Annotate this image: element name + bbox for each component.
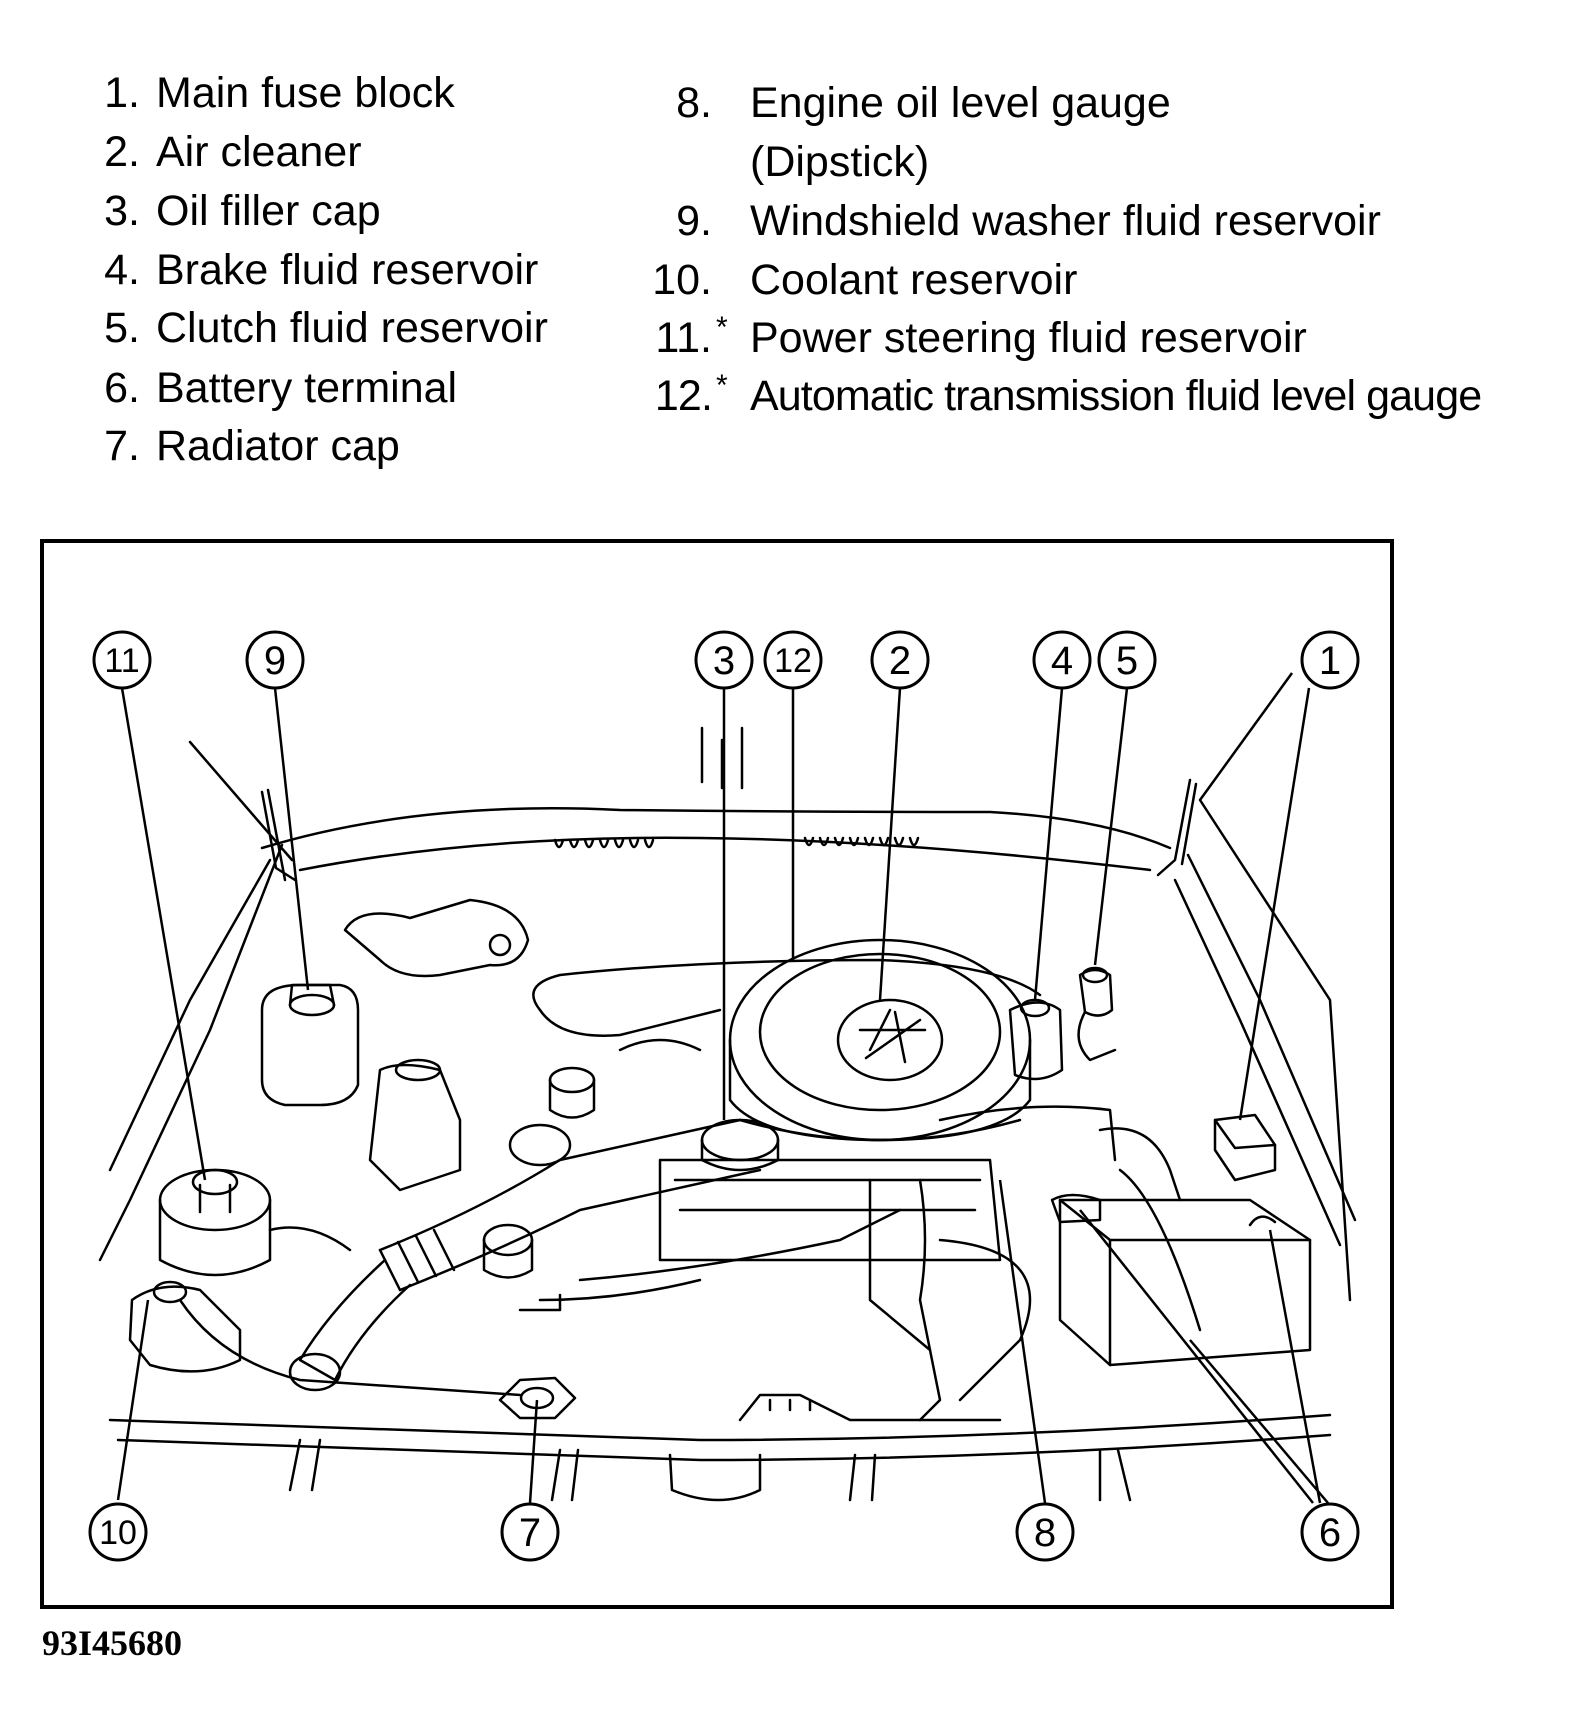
asterisk-marker: * <box>716 311 728 344</box>
diagram-frame <box>40 539 1394 1609</box>
wiper-motor <box>343 898 530 978</box>
air-cleaner <box>728 938 1032 1142</box>
legend-text: Power steering fluid reservoir <box>750 314 1307 362</box>
callout-circle-5 <box>1097 630 1157 690</box>
cowl-vents-left <box>553 838 655 849</box>
callout-circles <box>88 630 1360 1562</box>
legend-text: Clutch fluid reservoir <box>156 304 548 352</box>
callout-circle-9 <box>245 630 305 690</box>
callout-label-9: 9 <box>264 639 286 683</box>
legend-text: Oil filler cap <box>156 187 381 235</box>
washer-fluid-reservoir <box>260 983 360 1107</box>
engine-block <box>658 1158 1032 1422</box>
leader-lines <box>116 672 1329 1504</box>
power-steering-reservoir <box>158 1168 352 1277</box>
callout-circle-8 <box>1015 1502 1075 1562</box>
legend-number: 6. <box>104 364 140 412</box>
asterisk-marker: * <box>716 369 728 402</box>
legend-text: Main fuse block <box>156 69 455 117</box>
callout-label-6: 6 <box>1319 1511 1341 1555</box>
legend-text: Coolant reservoir <box>750 256 1078 304</box>
battery <box>1050 1127 1312 1367</box>
clutch-fluid-reservoir <box>1077 966 1117 1062</box>
callout-circle-7 <box>500 1502 560 1562</box>
radiator-support <box>108 1393 1332 1502</box>
distributor-assembly <box>368 1058 596 1279</box>
callout-circle-4 <box>1032 630 1092 690</box>
legend-number: 2. <box>104 128 140 176</box>
hoses <box>518 958 1117 1312</box>
legend-number: 8. <box>676 79 712 127</box>
legend-number: 12. <box>654 372 713 420</box>
main-fuse-block <box>1213 1113 1277 1182</box>
callout-circle-1 <box>1300 630 1360 690</box>
callout-label-4: 4 <box>1051 639 1073 683</box>
legend-text: Battery terminal <box>156 364 458 412</box>
callout-label-2: 2 <box>889 639 911 683</box>
callout-circle-12 <box>763 630 823 690</box>
callout-circle-10 <box>88 1502 148 1562</box>
legend-number: 10. <box>652 256 712 304</box>
legend-text: Air cleaner <box>156 128 362 176</box>
callout-label-1: 1 <box>1319 639 1341 683</box>
legend-number: 5. <box>104 304 140 352</box>
legend-number: 4. <box>104 246 140 294</box>
legend-text: (Dipstick) <box>750 138 930 186</box>
legend-number: 9. <box>676 197 712 245</box>
legend-text: Automatic transmission fluid level gauge <box>750 372 1482 420</box>
callout-label-3: 3 <box>713 639 735 683</box>
callout-circle-3 <box>694 630 754 690</box>
coolant-reservoir <box>128 1280 522 1397</box>
brake-fluid-reservoir <box>1008 998 1064 1081</box>
legend-text: Engine oil level gauge <box>750 79 1171 127</box>
legend-number: 1. <box>104 69 140 117</box>
cowl-vents-right <box>803 836 920 847</box>
legend-text: Radiator cap <box>156 422 400 470</box>
legend-text: Brake fluid reservoir <box>156 246 539 294</box>
radiator-cap <box>498 1376 577 1420</box>
callout-label-12: 12 <box>774 642 812 680</box>
legend-text: Windshield washer fluid reservoir <box>750 197 1381 245</box>
callout-circle-11 <box>92 630 152 690</box>
legend-number: 11. <box>655 314 712 362</box>
fender-outlines <box>98 740 1357 1302</box>
callout-circle-6 <box>1300 1502 1360 1562</box>
callout-label-5: 5 <box>1116 639 1138 683</box>
cowl-and-firewall <box>260 726 1172 872</box>
callout-label-8: 8 <box>1034 1511 1056 1555</box>
figure-id: 93I45680 <box>42 1623 183 1663</box>
callout-label-11: 11 <box>104 642 139 680</box>
air-intake-duct <box>288 1118 762 1392</box>
callout-label-10: 10 <box>99 1514 137 1552</box>
callout-circle-2 <box>870 630 930 690</box>
legend-number: 7. <box>104 422 140 470</box>
callout-label-7: 7 <box>519 1511 541 1555</box>
legend-number: 3. <box>104 187 140 235</box>
